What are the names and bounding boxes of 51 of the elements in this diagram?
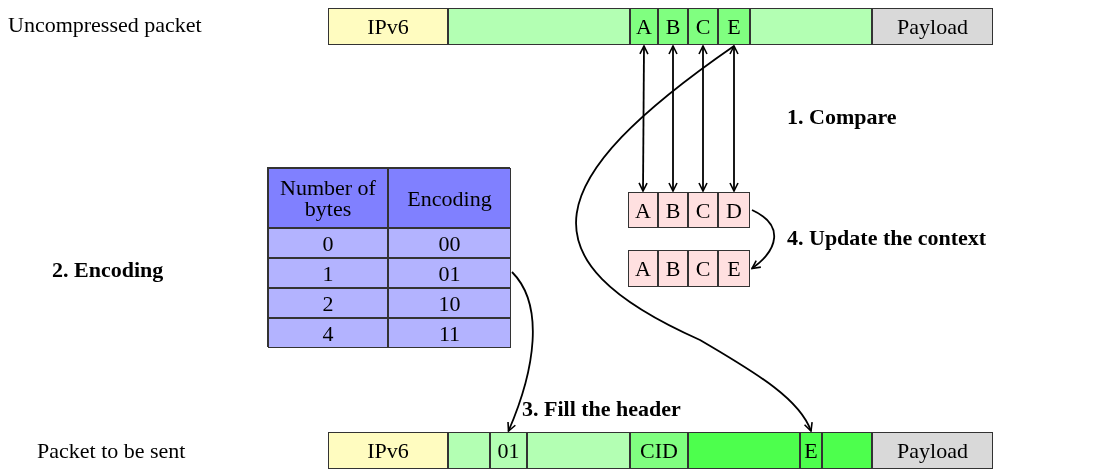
packet-field: CID xyxy=(630,432,688,469)
table-cell: 10 xyxy=(388,288,511,318)
packet-field xyxy=(448,8,630,45)
double-arrow xyxy=(638,45,649,192)
table-cell: 11 xyxy=(388,318,511,348)
step-label: 1. Compare xyxy=(787,104,897,130)
step-label: 4. Update the context xyxy=(787,225,987,251)
packet-field: A xyxy=(630,8,658,45)
packet-bar xyxy=(328,8,993,45)
row-label: Uncompressed packet xyxy=(8,12,202,38)
context-field: E xyxy=(718,250,750,287)
packet-field: E xyxy=(718,8,750,45)
context-field: C xyxy=(688,192,718,228)
packet-field: IPv6 xyxy=(328,432,448,469)
context-field: D xyxy=(718,192,750,228)
packet-field xyxy=(750,8,872,45)
packet-field: Payload xyxy=(872,432,993,469)
row-label: Packet to be sent xyxy=(37,438,186,464)
context-field: B xyxy=(658,192,688,228)
table-cell: 0 xyxy=(268,228,388,258)
double-arrow xyxy=(729,45,739,192)
context-field: A xyxy=(628,250,658,287)
encoding-table xyxy=(267,167,510,347)
double-arrow xyxy=(668,45,678,192)
table-cell: 4 xyxy=(268,318,388,348)
packet-field: IPv6 xyxy=(328,8,448,45)
curved-arrow xyxy=(575,45,813,432)
packet-field: B xyxy=(658,8,688,45)
table-cell: 2 xyxy=(268,288,388,318)
step-label: 3. Fill the header xyxy=(522,396,681,422)
curved-arrow xyxy=(751,209,776,270)
curved-arrow xyxy=(507,271,534,432)
step-label: 2. Encoding xyxy=(52,257,164,283)
table-cell: 01 xyxy=(388,258,511,288)
packet-field xyxy=(822,432,872,469)
packet-field xyxy=(527,432,630,469)
context-field: A xyxy=(628,192,658,228)
packet-field: 01 xyxy=(490,432,527,469)
double-arrow xyxy=(698,45,708,192)
packet-field xyxy=(688,432,800,469)
packet-bar xyxy=(328,432,993,469)
context-field: B xyxy=(658,250,688,287)
table-cell: 00 xyxy=(388,228,511,258)
context-field: C xyxy=(688,250,718,287)
packet-field: Payload xyxy=(872,8,993,45)
table-cell: 1 xyxy=(268,258,388,288)
packet-field: C xyxy=(688,8,718,45)
header-cell: Encoding xyxy=(388,168,511,228)
packet-field xyxy=(448,432,490,469)
packet-field: E xyxy=(800,432,822,469)
header-cell: Number of bytes xyxy=(268,168,388,228)
